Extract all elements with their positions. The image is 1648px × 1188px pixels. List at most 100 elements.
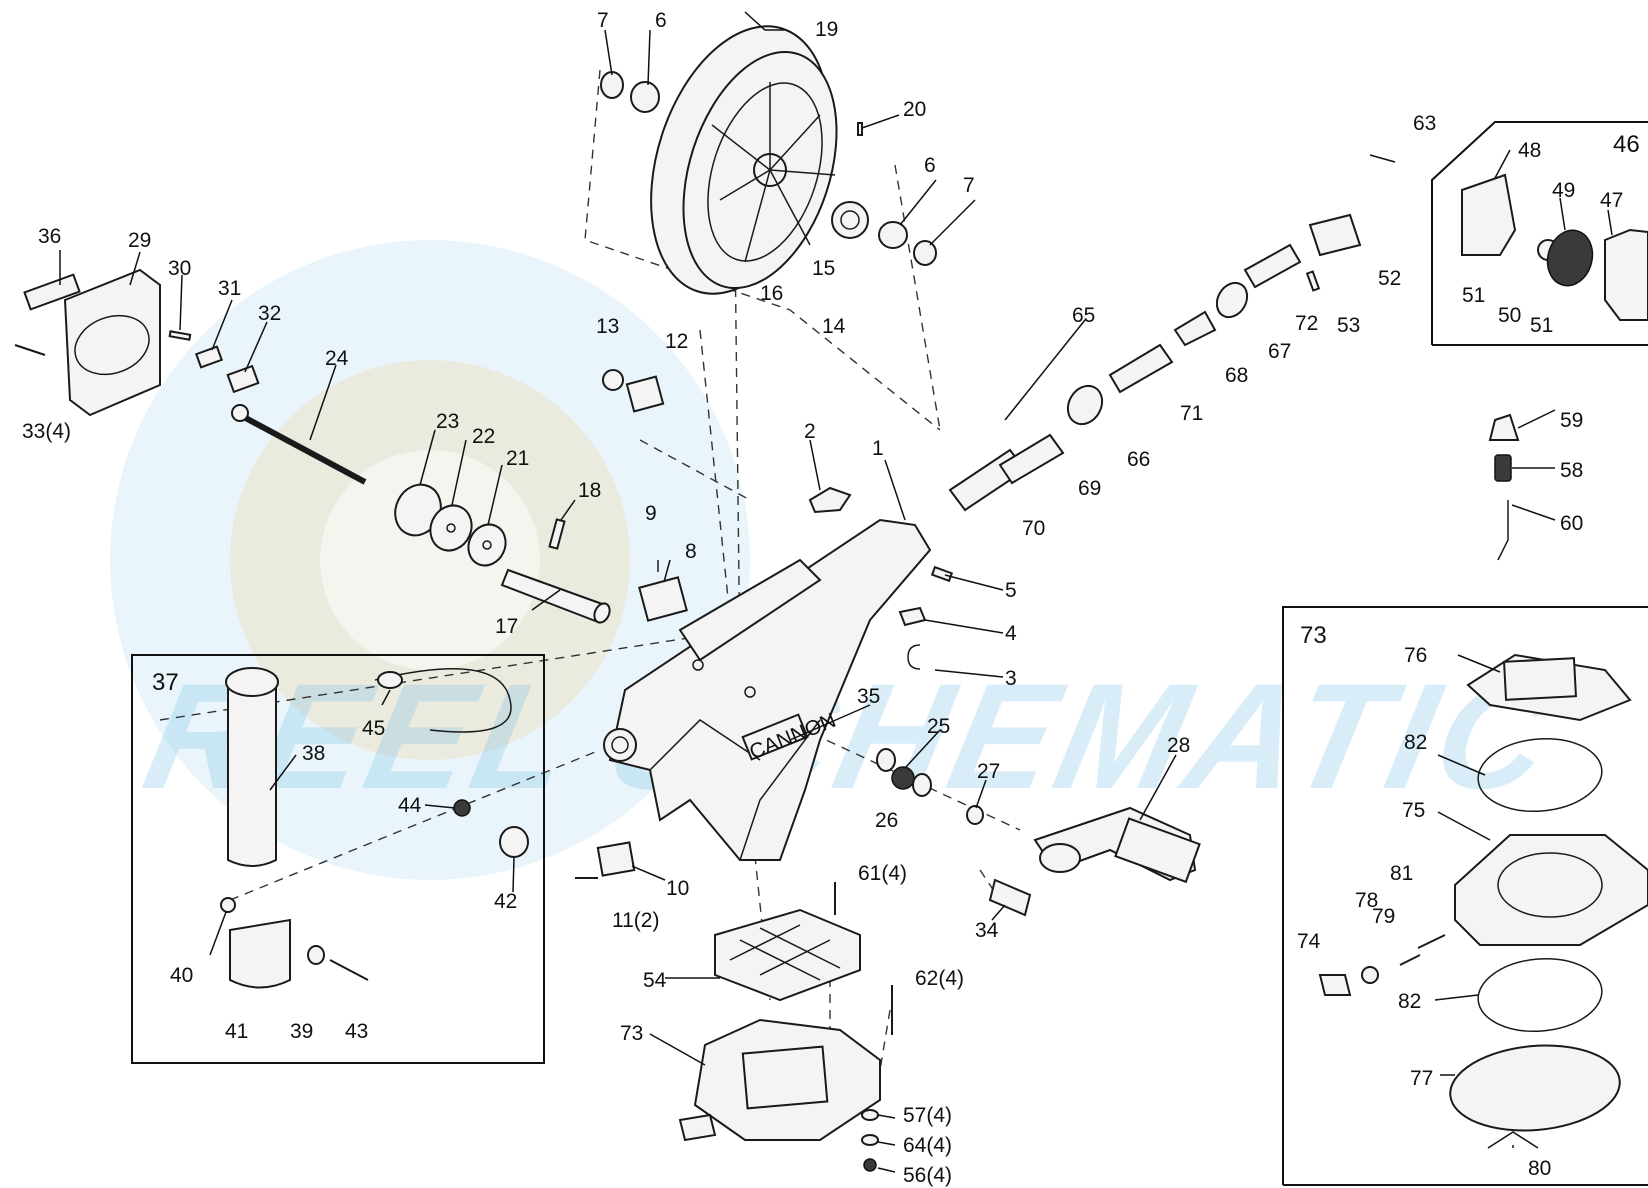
callout-40: 40 (170, 964, 193, 987)
callout-20: 20 (903, 98, 926, 121)
callout-8: 8 (685, 540, 697, 563)
callout-12: 12 (665, 330, 688, 353)
callout-71: 71 (1180, 402, 1203, 425)
callout-81: 81 (1390, 862, 1413, 885)
callout-35: 35 (857, 685, 880, 708)
callout-51a: 51 (1462, 284, 1485, 307)
drag-washers (394, 483, 507, 567)
box-label-37: 37 (152, 669, 179, 696)
callout-44: 44 (398, 794, 422, 817)
spool-assembly (650, 25, 838, 295)
callout-7a: 7 (597, 9, 609, 32)
callout-78: 78 (1355, 889, 1378, 912)
callout-6b: 6 (924, 154, 936, 177)
callout-34: 34 (975, 919, 999, 942)
callout-70: 70 (1022, 517, 1045, 540)
callout-77: 77 (1410, 1067, 1433, 1090)
box-46 (1431, 121, 1648, 346)
pawl-bracket (638, 560, 688, 622)
callout-7b: 7 (963, 174, 975, 197)
box-37 (131, 654, 545, 1064)
base-pad (714, 882, 893, 1035)
callout-49: 49 (1552, 179, 1575, 202)
callout-38: 38 (302, 742, 325, 765)
crank-handle (988, 806, 1201, 917)
callout-30: 30 (168, 257, 191, 280)
clip-release (1488, 413, 1520, 561)
callout-6a: 6 (655, 9, 667, 32)
callout-51b: 51 (1530, 314, 1553, 337)
callout-66: 66 (1127, 448, 1150, 471)
drive-sleeve (500, 518, 611, 624)
callout-31: 31 (218, 277, 241, 300)
box-label-46: 46 (1613, 131, 1640, 158)
callout-54: 54 (643, 969, 667, 992)
callout-67: 67 (1268, 340, 1291, 363)
bushings-washers (600, 71, 937, 266)
callout-60: 60 (1560, 512, 1583, 535)
callout-82b: 82 (1398, 990, 1421, 1013)
callout-74: 74 (1297, 930, 1321, 953)
callout-69: 69 (1078, 477, 1101, 500)
callout-25: 25 (927, 715, 950, 738)
callout-33: 33(4) (22, 420, 71, 443)
callout-41: 41 (225, 1020, 248, 1043)
callout-26: 26 (875, 809, 898, 832)
callout-64: 64(4) (903, 1134, 952, 1157)
callout-32: 32 (258, 302, 281, 325)
callout-76: 76 (1404, 644, 1427, 667)
callout-47: 47 (1600, 189, 1623, 212)
frame-hardware (898, 565, 954, 670)
callout-36: 36 (38, 225, 61, 248)
callout-23: 23 (436, 410, 459, 433)
reel-frame (603, 518, 932, 861)
callout-15: 15 (812, 257, 835, 280)
callout-65: 65 (1072, 304, 1095, 327)
main-shaft (231, 404, 367, 485)
callout-10: 10 (666, 877, 689, 900)
callout-13: 13 (596, 315, 619, 338)
box-label-73: 73 (1300, 622, 1327, 649)
callout-9: 9 (645, 502, 657, 525)
swivel-base (678, 1018, 881, 1172)
clutch-parts (602, 369, 852, 514)
callout-11: 11(2) (612, 909, 659, 932)
callout-19: 19 (815, 18, 838, 41)
callout-48: 48 (1518, 139, 1541, 162)
callout-43: 43 (345, 1020, 368, 1043)
callout-53: 53 (1337, 314, 1360, 337)
leader-lines (59, 11, 1613, 1173)
callout-72: 72 (1295, 312, 1318, 335)
callout-80: 80 (1528, 1157, 1551, 1180)
callout-58: 58 (1560, 459, 1583, 482)
front-cover (14, 268, 260, 417)
pinion-gear (831, 201, 869, 239)
callout-29: 29 (128, 229, 151, 252)
callout-62: 62(4) (915, 967, 964, 990)
callout-2: 2 (804, 420, 816, 443)
callout-14: 14 (822, 315, 846, 338)
callout-22: 22 (472, 425, 495, 448)
callout-73: 73 (620, 1022, 643, 1045)
callout-75: 75 (1402, 799, 1425, 822)
callout-24: 24 (325, 347, 349, 370)
callout-17: 17 (495, 615, 518, 638)
drive-shaft-group (948, 213, 1362, 512)
callout-21: 21 (506, 447, 529, 470)
callout-59: 59 (1560, 409, 1583, 432)
callout-63: 63 (1413, 112, 1436, 135)
callout-1: 1 (872, 437, 884, 460)
callout-61: 61(4) (858, 862, 907, 885)
callout-82a: 82 (1404, 731, 1427, 754)
handle-washers (876, 748, 984, 825)
callout-39: 39 (290, 1020, 313, 1043)
callout-28: 28 (1167, 734, 1190, 757)
box-73 (1282, 606, 1648, 1186)
callout-16: 16 (760, 282, 783, 305)
callout-labels: 1 2 3 4 5 6 6 7 7 8 9 10 11(2) 12 13 14 … (22, 9, 1640, 1187)
callout-50: 50 (1498, 304, 1521, 327)
callout-79: 79 (1372, 905, 1395, 928)
callout-5: 5 (1005, 579, 1017, 602)
callout-42: 42 (494, 890, 517, 913)
